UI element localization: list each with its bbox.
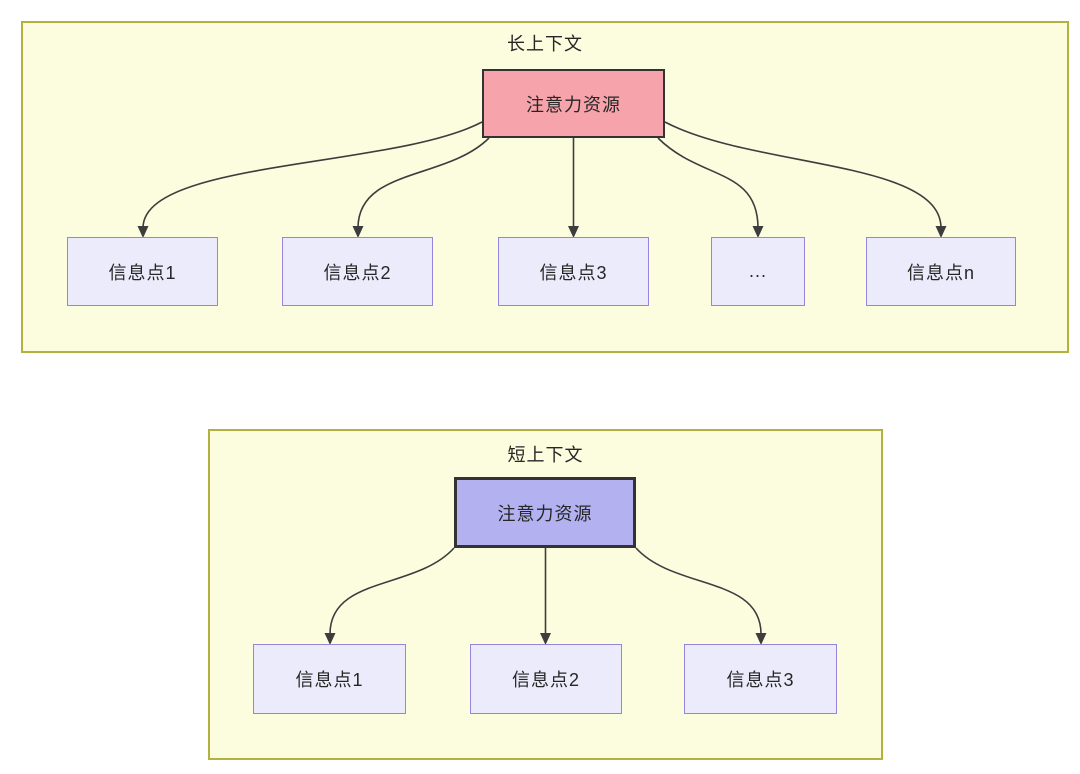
long-info-label-3: 信息点3 (539, 262, 608, 283)
long-info-node-ellipsis: ... (711, 237, 805, 306)
short-info-node-2: 信息点2 (470, 644, 622, 714)
short-context-title: 短上下文 (507, 445, 584, 465)
long-info-label-n: 信息点n (906, 262, 975, 283)
short-info-label-2: 信息点2 (511, 670, 580, 690)
long-attention-label: 注意力资源 (526, 94, 621, 115)
long-info-label-1: 信息点1 (108, 262, 177, 283)
short-info-label-1: 信息点1 (295, 670, 364, 690)
long-info-label-2: 信息点2 (323, 262, 392, 283)
short-attention-label: 注意力资源 (497, 503, 593, 524)
short-attention-box: 注意力资源 (454, 477, 636, 548)
long-info-node-n: 信息点n (866, 237, 1016, 306)
short-info-node-3: 信息点3 (684, 644, 837, 714)
long-info-node-1: 信息点1 (67, 237, 218, 306)
long-info-label-ellipsis: ... (748, 261, 767, 281)
long-attention-box: 注意力资源 (482, 69, 665, 138)
short-info-label-3: 信息点3 (726, 670, 795, 690)
long-context-title: 长上下文 (507, 34, 583, 54)
long-info-node-3: 信息点3 (498, 237, 649, 306)
long-info-node-2: 信息点2 (282, 237, 433, 306)
short-info-node-1: 信息点1 (253, 644, 406, 714)
